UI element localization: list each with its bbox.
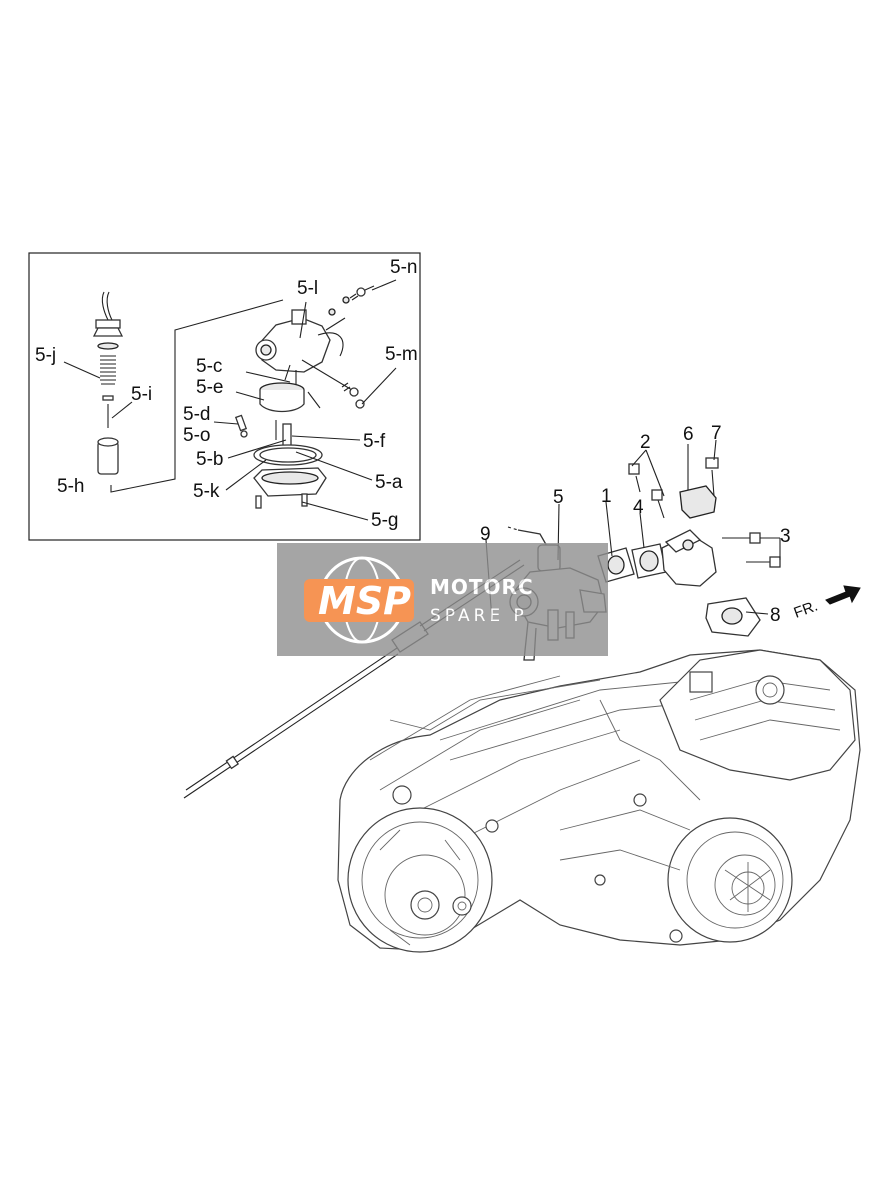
throttle-cable-cap-drawing: [92, 291, 124, 475]
callout-5-c: 5-c: [196, 356, 222, 377]
jet-parts-drawing: [355, 285, 375, 409]
callout-8: 8: [770, 605, 781, 626]
carburetor-detail-frame: [28, 252, 421, 541]
carburetor-body-drawing: [255, 293, 359, 397]
watermark: MSP MOTORC SPARE P: [277, 543, 608, 656]
engine-drawing: [337, 649, 861, 953]
watermark-name: MOTORC: [430, 575, 534, 599]
inset-connector-line: [110, 299, 284, 493]
callout-5-i: 5-i: [131, 384, 152, 405]
callout-5-h: 5-h: [57, 476, 84, 497]
callout-5-a: 5-a: [375, 472, 403, 493]
front-direction-label: FR.: [792, 598, 821, 622]
watermark-subtitle: SPARE P: [430, 606, 528, 626]
callout-5-j: 5-j: [35, 345, 56, 366]
callout-5-m: 5-m: [385, 344, 418, 365]
callout-5-o: 5-o: [183, 425, 210, 446]
inset-leader-lines: [63, 279, 397, 521]
callout-5-e: 5-e: [196, 377, 223, 398]
front-direction-arrow-icon: [825, 585, 861, 605]
callout-5-n: 5-n: [390, 257, 417, 278]
callout-4: 4: [633, 497, 644, 518]
callout-1: 1: [601, 486, 612, 507]
callout-5-b: 5-b: [196, 449, 223, 470]
callout-7: 7: [711, 423, 722, 444]
callout-9: 9: [480, 524, 491, 545]
watermark-badge: [304, 579, 414, 622]
callout-5: 5: [553, 487, 564, 508]
callout-3: 3: [780, 526, 791, 547]
callout-5-f: 5-f: [363, 431, 386, 452]
callout-2: 2: [640, 432, 651, 453]
float-bowl-drawing: [234, 382, 327, 509]
callout-5-k: 5-k: [193, 481, 220, 502]
callout-6: 6: [683, 424, 694, 445]
watermark-badge-text: MSP: [318, 579, 411, 623]
callout-5-d: 5-d: [183, 404, 210, 425]
callout-5-l: 5-l: [297, 278, 318, 299]
intake-manifold-drawing: [597, 457, 781, 637]
callout-5-g: 5-g: [371, 510, 398, 531]
